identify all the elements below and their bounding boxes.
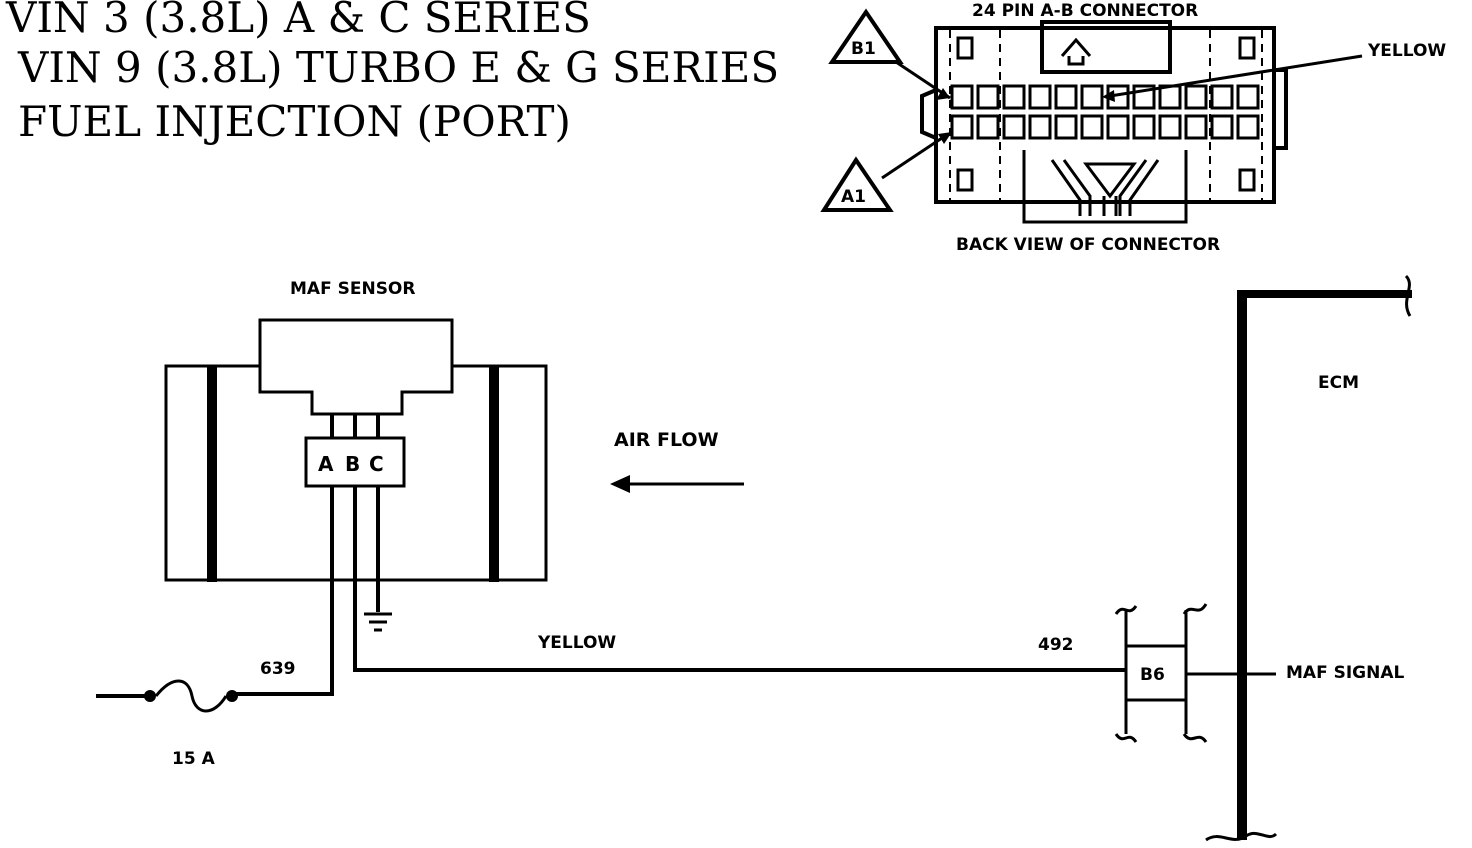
pin-cavity xyxy=(1210,114,1234,140)
pin-cavity xyxy=(1132,114,1156,140)
maf-sensor-title: MAF SENSOR xyxy=(290,279,415,299)
pin-cavity xyxy=(1080,114,1104,140)
pin-cavity xyxy=(1028,84,1052,110)
ecm-label: ECM xyxy=(1318,373,1359,393)
pin-cavity xyxy=(1184,114,1208,140)
pin-cavity xyxy=(1054,84,1078,110)
connector-illustration: 24 PIN A-B CONNECTOR B1 A1 xyxy=(820,1,1446,255)
callout-a1: A1 xyxy=(841,187,866,207)
ground-icon xyxy=(364,612,392,632)
pin-a-label: A xyxy=(318,452,334,476)
connector-yellow-label: YELLOW xyxy=(1367,41,1446,61)
pin-cavity xyxy=(1210,84,1234,110)
pin-cavity xyxy=(1002,84,1026,110)
pin-cavities xyxy=(950,84,1260,140)
connector-caption: BACK VIEW OF CONNECTOR xyxy=(956,235,1220,255)
terminal-b6-label: B6 xyxy=(1140,665,1165,685)
pin-cavity xyxy=(1236,114,1260,140)
pin-b-label: B xyxy=(345,452,360,476)
pin-cavity xyxy=(1106,114,1130,140)
wiring: 639 15 A YELLOW 492 xyxy=(96,486,1126,769)
fuse-rating-label: 15 A xyxy=(172,749,216,769)
pin-cavity xyxy=(1002,114,1026,140)
pin-cavity xyxy=(976,114,1000,140)
callout-b1: B1 xyxy=(851,39,876,59)
air-flow-arrow-icon xyxy=(610,475,630,493)
yellow-wire-label: YELLOW xyxy=(537,633,616,653)
circuit-639-label: 639 xyxy=(260,659,296,679)
circuit-492-label: 492 xyxy=(1038,635,1074,655)
ecm-module: ECM xyxy=(1205,274,1412,842)
pin-cavity xyxy=(1028,114,1052,140)
pin-cavity xyxy=(976,84,1000,110)
pin-cavity xyxy=(1184,84,1208,110)
maf-signal-label: MAF SIGNAL xyxy=(1286,663,1405,683)
title-line-3: FUEL INJECTION (PORT) xyxy=(18,97,571,146)
title-line-2: VIN 9 (3.8L) TURBO E & G SERIES xyxy=(17,43,779,92)
ecm-terminal-block: B6 MAF SIGNAL xyxy=(1114,603,1405,743)
pin-cavity xyxy=(1158,84,1182,110)
pin-cavity xyxy=(1054,114,1078,140)
pin-c-label: C xyxy=(369,452,384,476)
title-line-1: VIN 3 (3.8L) A & C SERIES xyxy=(5,0,591,42)
pin-cavity xyxy=(1158,114,1182,140)
pin-cavity xyxy=(950,84,974,110)
pin-cavity xyxy=(950,114,974,140)
pin-cavity xyxy=(1080,84,1104,110)
pin-cavity xyxy=(1236,84,1260,110)
air-flow-label: AIR FLOW xyxy=(614,429,719,451)
fuse-icon xyxy=(96,679,238,713)
connector-title: 24 PIN A-B CONNECTOR xyxy=(972,1,1198,21)
maf-sensor: MAF SENSOR A B C AIR FLOW xyxy=(164,279,744,582)
